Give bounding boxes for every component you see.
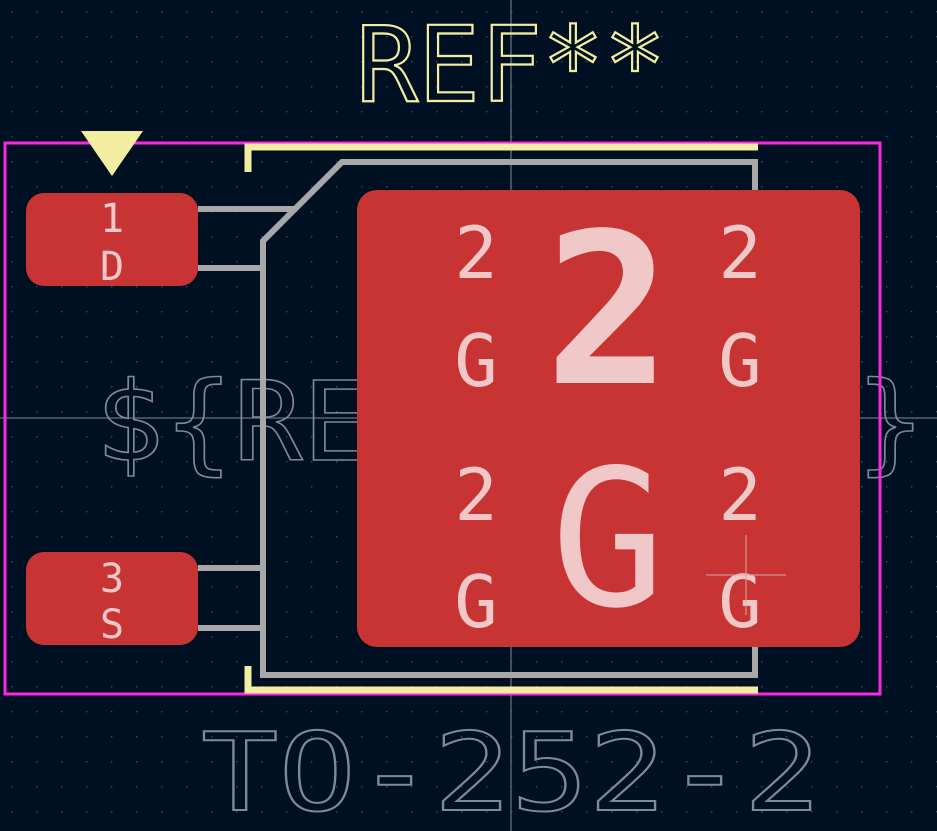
courtyard-outline[interactable] xyxy=(3,141,882,696)
paste-subpad-number: 2 xyxy=(454,453,497,537)
pad-1[interactable]: 1 D xyxy=(26,193,198,290)
paste-subpad-net: G xyxy=(454,319,497,403)
pad-2-net: G xyxy=(551,429,665,650)
pad-3-shape xyxy=(26,552,198,645)
silkscreen-bottom-line[interactable] xyxy=(244,666,758,694)
paste-subpad-number: 2 xyxy=(718,453,761,537)
pad-2-shape xyxy=(357,190,860,647)
reference-text[interactable]: REF** xyxy=(355,3,667,127)
paste-subpad-net: G xyxy=(718,560,761,644)
paste-subpad-net: G xyxy=(454,560,497,644)
pad-2-number: 2 xyxy=(545,188,671,433)
pad-1-shape xyxy=(26,193,198,286)
pad-1-number: 1 xyxy=(100,196,124,242)
pad-3[interactable]: 3 S xyxy=(26,552,198,648)
pad-2[interactable]: 2 G 2 G 2 G 2 G 2 G xyxy=(357,188,860,650)
pad-3-net: S xyxy=(100,602,124,648)
triangle-down-icon xyxy=(81,131,143,176)
paste-subpad-net: G xyxy=(718,319,761,403)
pad-3-number: 3 xyxy=(100,556,124,602)
silkscreen-top-line[interactable] xyxy=(244,143,758,172)
value-text[interactable]: TO-252-2 xyxy=(200,710,822,831)
paste-subpad-number: 2 xyxy=(718,211,761,295)
pad-1-net: D xyxy=(100,244,124,290)
paste-subpad-number: 2 xyxy=(454,211,497,295)
fab-body-outline[interactable] xyxy=(260,159,758,678)
crosshair-icon xyxy=(706,535,786,615)
